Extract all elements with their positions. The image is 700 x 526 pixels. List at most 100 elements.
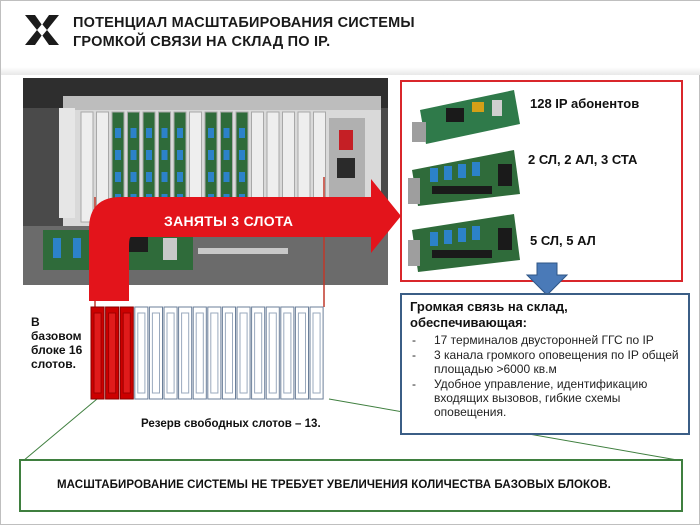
footer-connector-left [22,398,98,462]
free-slot [251,306,266,400]
photo-component [223,194,230,204]
photo-empty-slot [189,111,202,223]
chassis-photo [23,78,388,285]
company-logo-icon [25,15,59,45]
free-slot [148,306,163,400]
occupied-slot [119,306,134,400]
photo-component [208,194,214,204]
slot-inner [254,312,263,394]
photo-component [208,128,214,138]
photo-component [239,150,245,160]
photo-component [130,128,137,138]
board-ip-card [412,90,520,144]
photo-component [115,194,121,204]
photo-component [177,150,183,160]
slot-inner [151,312,160,394]
slot-inner [166,312,175,394]
photo-component [130,172,137,182]
slot-inner [239,312,248,394]
reserve-slots-label: Резерв свободных слотов – 13. [141,418,321,430]
board-analog-card-2 [408,214,520,272]
slot-inner [195,312,204,394]
boards-panel: 128 IP абонентов 2 СЛ, 2 АЛ, 3 СТА 5 СЛ,… [400,80,683,282]
header [1,1,700,71]
free-slot [207,306,222,400]
photo-component [177,128,183,138]
free-slot [236,306,251,400]
scaling-note-panel: МАСШТАБИРОВАНИЕ СИСТЕМЫ НЕ ТРЕБУЕТ УВЕЛИ… [19,459,683,512]
free-slot [178,306,193,400]
photo-component [239,194,245,204]
slot-inner [268,312,277,394]
photo-component [208,172,214,182]
feature-item: 3 канала громкого оповещения по IP общей… [410,348,680,376]
free-slot [309,306,324,400]
slot-inner [108,312,117,394]
photo-component [223,128,230,138]
photo-empty-slot [96,111,109,223]
photo-component [161,150,168,160]
photo-component [223,172,230,182]
photo-component [223,150,230,160]
title-line-1: ПОТЕНЦИАЛ МАСШТАБИРОВАНИЯ СИСТЕМЫ [73,15,415,31]
photo-empty-slot [297,111,311,223]
slot-inner [137,312,146,394]
free-slot [192,306,207,400]
board-label-ip: 128 IP абонентов [530,96,640,111]
photo-empty-slot [266,111,280,223]
photo-component [161,194,168,204]
slot-inner [181,312,190,394]
slot-inner [312,312,321,394]
photo-component [161,128,168,138]
features-list: 17 терминалов двусторонней ГГС по IP 3 к… [410,333,680,419]
photo-empty-slot [80,111,94,223]
photo-component [239,128,245,138]
photo-component [239,172,245,182]
features-heading-line-2: обеспечивающая: [410,315,527,330]
occupied-slot [90,306,105,400]
board-label-analog-2: 5 СЛ, 5 АЛ [530,233,596,248]
photo-component [208,150,214,160]
photo-component [161,172,168,182]
title-line-2: ГРОМКОЙ СВЯЗИ НА СКЛАД ПО IP. [73,34,331,50]
photo-component [177,194,183,204]
slot-inner [93,312,102,394]
photo-component [115,172,121,182]
base-block-label: В базовом блоке 16 слотов. [31,315,83,371]
feature-item: 17 терминалов двусторонней ГГС по IP [410,333,680,347]
photo-component [130,150,137,160]
free-slot [163,306,178,400]
features-heading: Громкая связь на склад, обеспечивающая: [410,299,680,331]
page-title: ПОТЕНЦИАЛ МАСШТАБИРОВАНИЯ СИСТЕМЫ ГРОМКО… [73,14,473,52]
board-label-analog-1: 2 СЛ, 2 АЛ, 3 СТА [528,152,638,167]
photo-component [146,150,152,160]
feature-item: Удобное управление, идентификацию входящ… [410,377,680,419]
occupied-slots-label: ЗАНЯТЫ 3 СЛОТА [164,213,294,229]
photo-component [146,172,152,182]
photo-empty-slot [251,111,264,223]
slot-inner [210,312,219,394]
photo-component [177,172,183,182]
free-slot [265,306,280,400]
photo-component [146,128,152,138]
slot-inner [297,312,306,394]
photo-component [130,194,137,204]
scaling-note: МАСШТАБИРОВАНИЕ СИСТЕМЫ НЕ ТРЕБУЕТ УВЕЛИ… [57,479,611,491]
photo-component [146,194,152,204]
free-slot [294,306,309,400]
photo-component [115,128,121,138]
features-panel: Громкая связь на склад, обеспечивающая: … [400,293,690,435]
board-analog-card-1 [408,150,520,206]
slot-inner [122,312,131,394]
header-divider [1,67,700,75]
slot-inner [224,312,233,394]
free-slot [221,306,236,400]
photo-empty-slot [313,111,326,223]
features-heading-line-1: Громкая связь на склад, [410,299,568,314]
slot-inner [283,312,292,394]
photo-empty-slot [282,111,295,223]
occupied-slot [105,306,120,400]
slot-diagram [90,306,324,400]
free-slot [134,306,149,400]
